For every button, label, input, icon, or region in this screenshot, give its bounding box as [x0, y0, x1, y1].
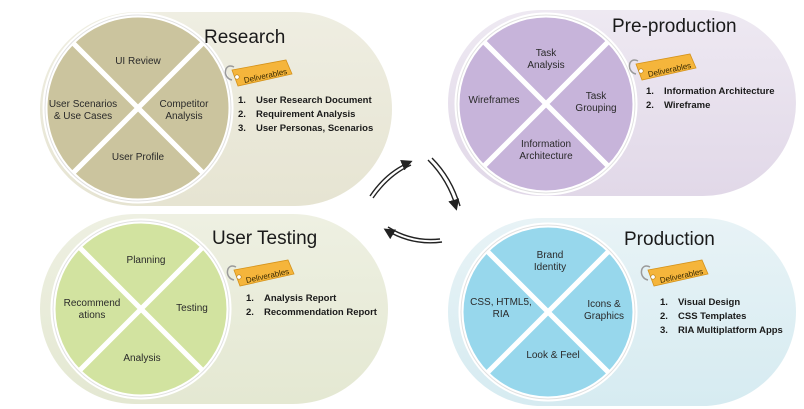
research-segment-user-profile: User Profile: [111, 152, 165, 163]
production-segment-css-html5-ria: CSS, HTML5,RIA: [470, 297, 532, 320]
preproduction-segment-wireframes: Wireframes: [468, 95, 520, 106]
wheel-segment-top: [480, 12, 612, 107]
research-deliverables: 1.User Research Document 2.Requirement A…: [238, 94, 373, 136]
wheel-segment-right: [138, 244, 232, 374]
wheel-segment-bottom: [69, 105, 207, 204]
arrow-production-to-testing: [383, 226, 443, 244]
deliverable-item: 1.Visual Design: [660, 297, 741, 308]
deliverable-item: 2.CSS Templates: [660, 311, 747, 322]
deliverable-item: 3.RIA Multiplatform Apps: [660, 325, 783, 336]
wheel-outline: [460, 224, 636, 400]
wheel-segment-bottom: [480, 101, 612, 196]
deliverable-item: 1.User Research Document: [238, 95, 372, 106]
production-deliverables: 1.Visual Design 2.CSS Templates 3.RIA Mu…: [660, 296, 783, 338]
wheel-segment-right: [135, 39, 234, 177]
wheel-outline: [456, 14, 636, 194]
testing-tag-icon: [226, 259, 295, 287]
production-wheel: [458, 222, 638, 402]
preproduction-title: Pre-production: [612, 16, 737, 37]
arrow-preproduction-to-production: [427, 157, 461, 211]
production-segment-icons-graphics: Icons &Graphics: [583, 299, 625, 322]
deliverable-item: 2.Recommendation Report: [246, 307, 377, 318]
wheel-segment-left: [454, 38, 549, 170]
deliverable-item: 3.User Personas, Scenarios: [238, 123, 374, 134]
cycle-arrows-icon: [369, 157, 461, 244]
wheel-segment-top: [483, 222, 613, 315]
wheel-outline: [44, 14, 232, 202]
testing-deliverables: 1.Analysis Report 2.Recommendation Repor…: [246, 292, 377, 320]
wheel-segment-right: [543, 38, 638, 170]
research-segment-ui-review: UI Review: [115, 56, 161, 67]
wheel-segment-top: [76, 218, 206, 312]
wheel-outline: [52, 220, 230, 398]
research-title: Research: [204, 27, 286, 48]
testing-segment-planning: Planning: [126, 255, 166, 266]
testing-segment-testing: Testing: [176, 303, 208, 314]
wheel-segment-bottom: [483, 309, 613, 402]
wheel-segment-left: [50, 244, 144, 374]
wheel-segment-right: [545, 247, 638, 377]
preproduction-wheel: [454, 12, 638, 196]
production-title: Production: [624, 229, 715, 250]
production-segment-look-feel: Look & Feel: [526, 350, 580, 361]
deliverable-item: 1.Analysis Report: [246, 293, 337, 304]
wheel-segment-left: [458, 247, 551, 377]
production-tag-icon: [640, 259, 709, 287]
deliverable-item: 1.Information Architecture: [646, 86, 775, 97]
arrow-research-to-preproduction: [369, 160, 413, 199]
wheel-segment-left: [42, 39, 141, 177]
preproduction-tag-icon: [628, 53, 697, 81]
research-wheel: [42, 12, 234, 204]
wheel-segment-bottom: [76, 306, 206, 400]
testing-segment-analysis: Analysis: [123, 353, 161, 364]
research-tag-icon: [224, 59, 293, 87]
preproduction-deliverables: 1.Information Architecture 2.Wireframe: [646, 85, 775, 113]
deliverable-item: 2.Wireframe: [646, 100, 711, 111]
testing-wheel: [50, 218, 232, 400]
testing-title: User Testing: [212, 228, 318, 249]
deliverable-item: 2.Requirement Analysis: [238, 109, 356, 120]
research-segment-user-scenarios: User Scenarios& Use Cases: [48, 99, 118, 122]
wheel-segment-top: [69, 12, 207, 111]
